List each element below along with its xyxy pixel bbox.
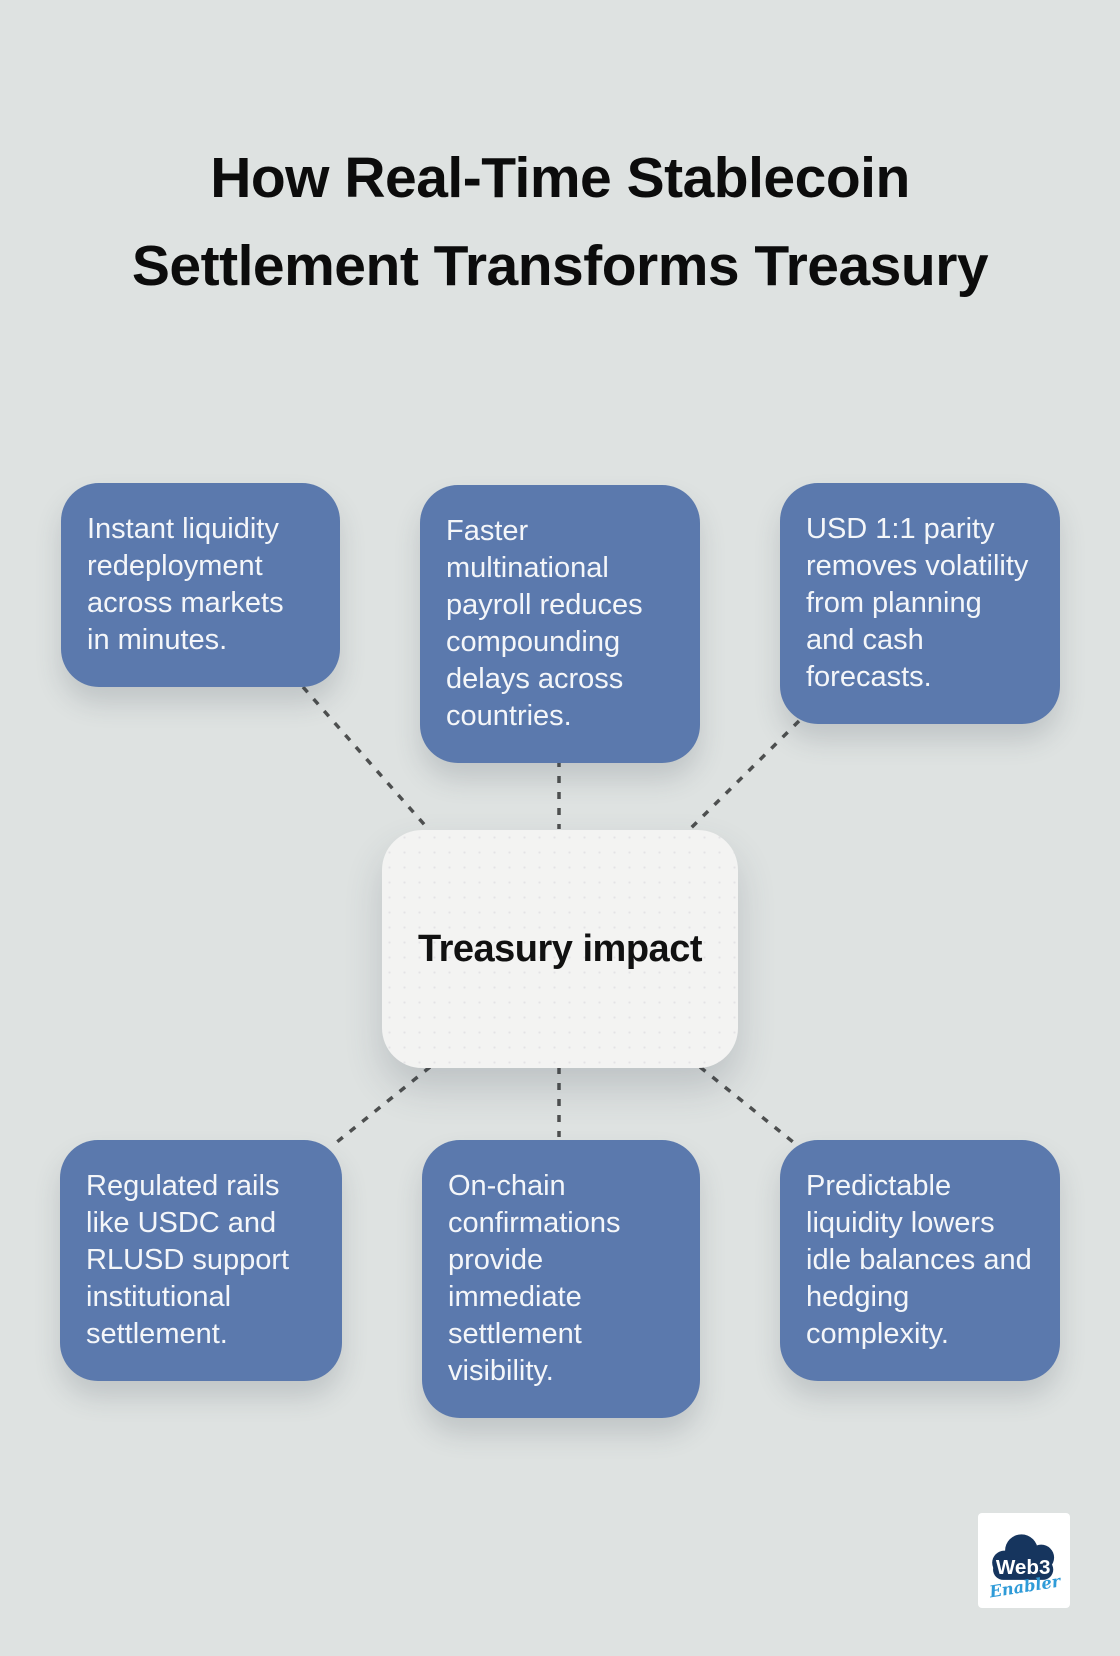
benefit-card-text: Instant liquidity redeployment across ma… — [87, 513, 284, 656]
cloud-logo-icon: Web3 Enabler — [987, 1533, 1063, 1601]
benefit-card-text: Regulated rails like USDC and RLUSD supp… — [86, 1170, 290, 1350]
page-title: How Real-Time Stablecoin Settlement Tran… — [131, 146, 989, 299]
benefit-card-onchain-confirmations: On-chain confirmations provide immediate… — [422, 1140, 700, 1418]
benefit-card-text: Predictable liquidity lowers idle balanc… — [806, 1170, 1032, 1350]
benefit-card-instant-liquidity: Instant liquidity redeployment across ma… — [61, 483, 340, 687]
connector-bottom-right — [698, 1065, 800, 1148]
benefit-card-text: On-chain confirmations provide immediate… — [448, 1170, 621, 1387]
benefit-card-regulated-rails: Regulated rails like USDC and RLUSD supp… — [60, 1140, 342, 1381]
benefit-card-text: USD 1:1 parity removes volatility from p… — [806, 513, 1029, 693]
connector-bottom-left — [330, 1065, 432, 1148]
cloud-shape — [992, 1533, 1055, 1580]
central-topic-card: Treasury impact — [382, 830, 738, 1068]
web3-enabler-logo: Web3 Enabler — [978, 1513, 1070, 1608]
benefit-card-usd-parity: USD 1:1 parity removes volatility from p… — [780, 483, 1060, 724]
central-topic-label: Treasury impact — [418, 927, 702, 970]
dashed-connector-group — [301, 685, 801, 1148]
connector-top-right — [686, 719, 801, 833]
benefit-card-faster-payroll: Faster multinational payroll reduces com… — [420, 485, 700, 763]
connector-top-left — [301, 685, 432, 833]
benefit-card-predictable-liquidity: Predictable liquidity lowers idle balanc… — [780, 1140, 1060, 1381]
benefit-card-text: Faster multinational payroll reduces com… — [446, 515, 643, 732]
logo-word-web3: Web3 — [996, 1555, 1051, 1578]
